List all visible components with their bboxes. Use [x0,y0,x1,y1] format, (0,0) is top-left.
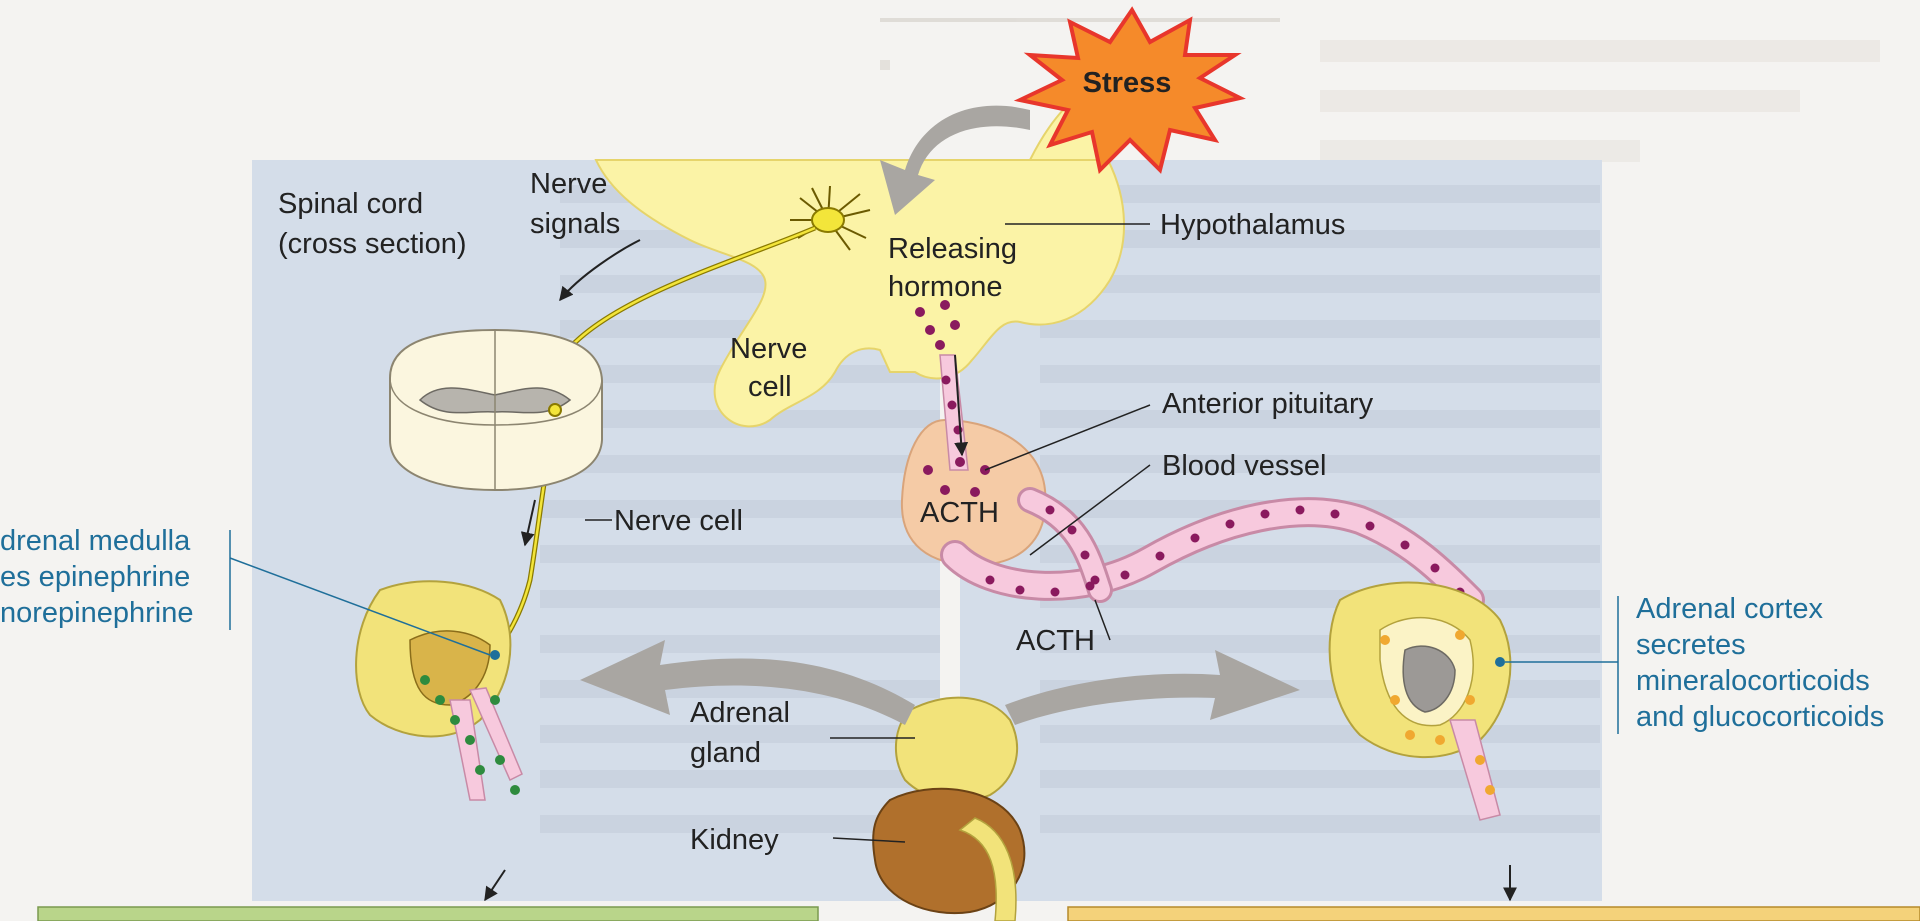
adrenal-gland-line1: Adrenal [690,697,790,729]
blood-vessel-label: Blood vessel [1162,450,1326,482]
cortex-effects-bar [1068,907,1920,921]
nerve-signals-line2: signals [530,208,620,240]
releasing-hormone-line2: hormone [888,271,1002,303]
acth-inner-label: ACTH [920,497,999,529]
adrenal-medulla-line2: es epinephrine [0,561,190,593]
adrenal-medulla-line1: drenal medulla [0,525,191,557]
releasing-hormone-line1: Releasing [888,233,1017,265]
nerve-cell-upper-line1: Nerve [730,333,807,365]
neuron-cell-body [812,208,844,232]
nerve-signals-line1: Nerve [530,168,607,200]
spinal-cord-line2: (cross section) [278,228,467,260]
spinal-cord-line1: Spinal cord [278,188,423,220]
hypothalamus-label: Hypothalamus [1160,209,1345,241]
adrenal-medulla-line3: norepinephrine [0,597,193,629]
spinal-cord [390,330,602,490]
adrenal-cortex-line1: Adrenal cortex [1636,593,1823,625]
adrenal-cortex-line4: and glucocorticoids [1636,701,1884,733]
acth-outer-label: ACTH [1016,625,1095,657]
medulla-effects-bar [38,907,818,921]
adrenal-cortex-line3: mineralocorticoids [1636,665,1870,697]
adrenal-gland-line2: gland [690,737,761,769]
adrenal-cortex-line2: secretes [1636,629,1746,661]
nerve-cell-lower-label: Nerve cell [614,505,743,537]
anterior-pituitary-label: Anterior pituitary [1162,388,1374,420]
nerve-cell-upper-line2: cell [748,371,792,403]
kidney-label: Kidney [690,824,779,856]
stress-label: Stress [1083,67,1172,99]
